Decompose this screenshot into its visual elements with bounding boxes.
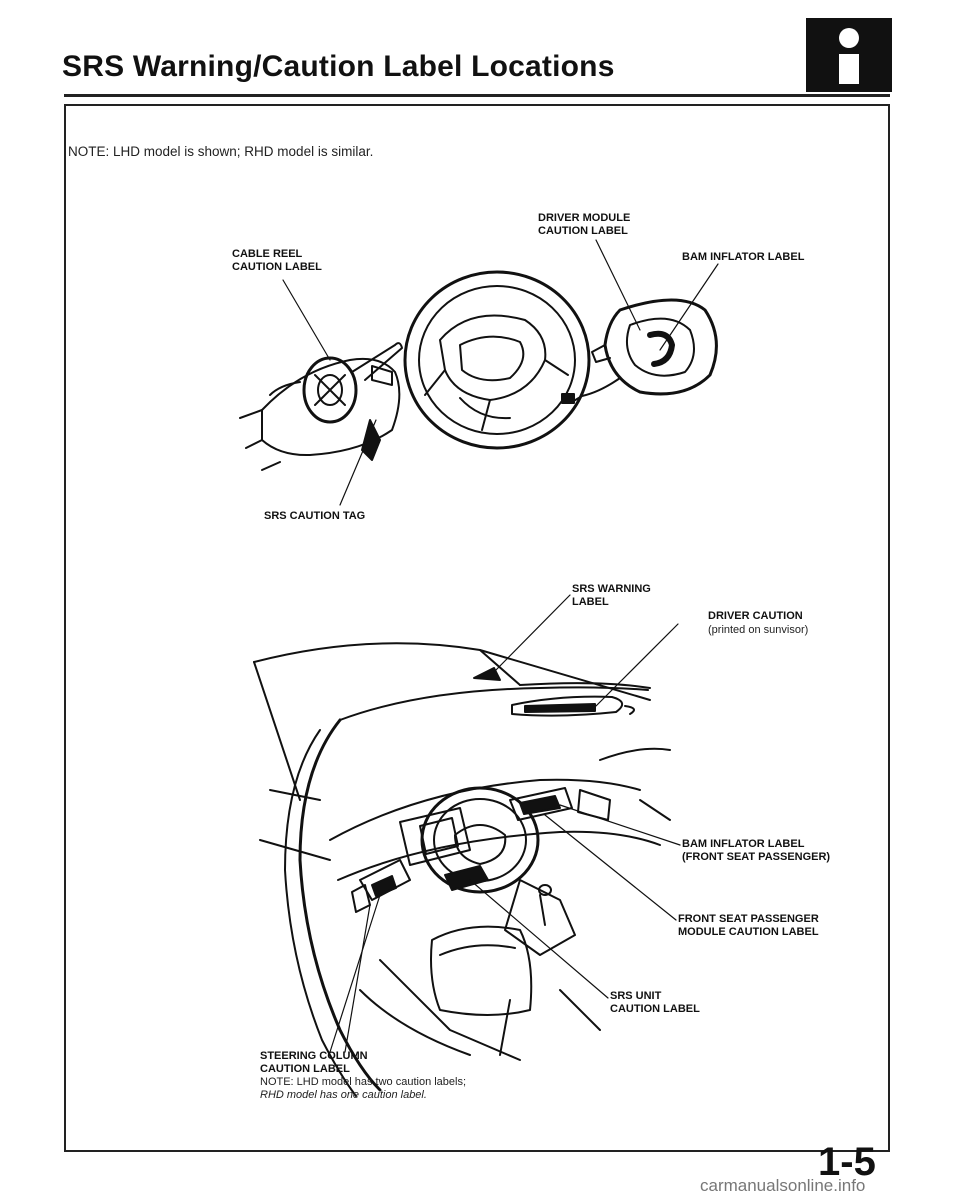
srs-caution-tag: SRS CAUTION TAG [264,510,366,522]
watermark: carmanualsonline.info [700,1176,866,1195]
driver-caution-label: DRIVER CAUTION [708,610,803,622]
cable-reel-assembly [239,342,403,471]
cable-reel-caution-label: CABLE REEL CAUTION LABEL [232,248,322,273]
upper-leader-lines [282,239,719,506]
driver-caution-subtext: (printed on sunvisor) [708,624,809,636]
header-rule [64,94,890,97]
steering-wheel-drawing [403,270,591,450]
driver-module-drawing [561,298,718,404]
bam-inflator-passenger-label: BAM INFLATOR LABEL (FRONT SEAT PASSENGER… [682,838,831,863]
steering-column-note: NOTE: LHD model has two caution labels; … [260,1076,467,1101]
lhd-note: NOTE: LHD model is shown; RHD model is s… [68,144,374,159]
bam-inflator-label: BAM INFLATOR LABEL [682,251,805,263]
page-title: SRS Warning/Caution Label Locations [62,50,615,83]
steering-column-caution-label: STEERING COLUMN CAUTION LABEL [260,1050,368,1075]
interior-drawing [253,642,671,1097]
figure-frame [64,104,890,1152]
front-seat-passenger-module-label: FRONT SEAT PASSENGER MODULE CAUTION LABE… [678,913,819,938]
page-number: 1-5 [818,1140,876,1184]
driver-module-caution-label: DRIVER MODULE CAUTION LABEL [538,212,631,237]
info-icon [806,18,892,92]
lower-leader-lines [329,594,681,1053]
srs-unit-caution-label: SRS UNIT CAUTION LABEL [610,990,700,1015]
srs-warning-label: SRS WARNING LABEL [572,583,651,608]
